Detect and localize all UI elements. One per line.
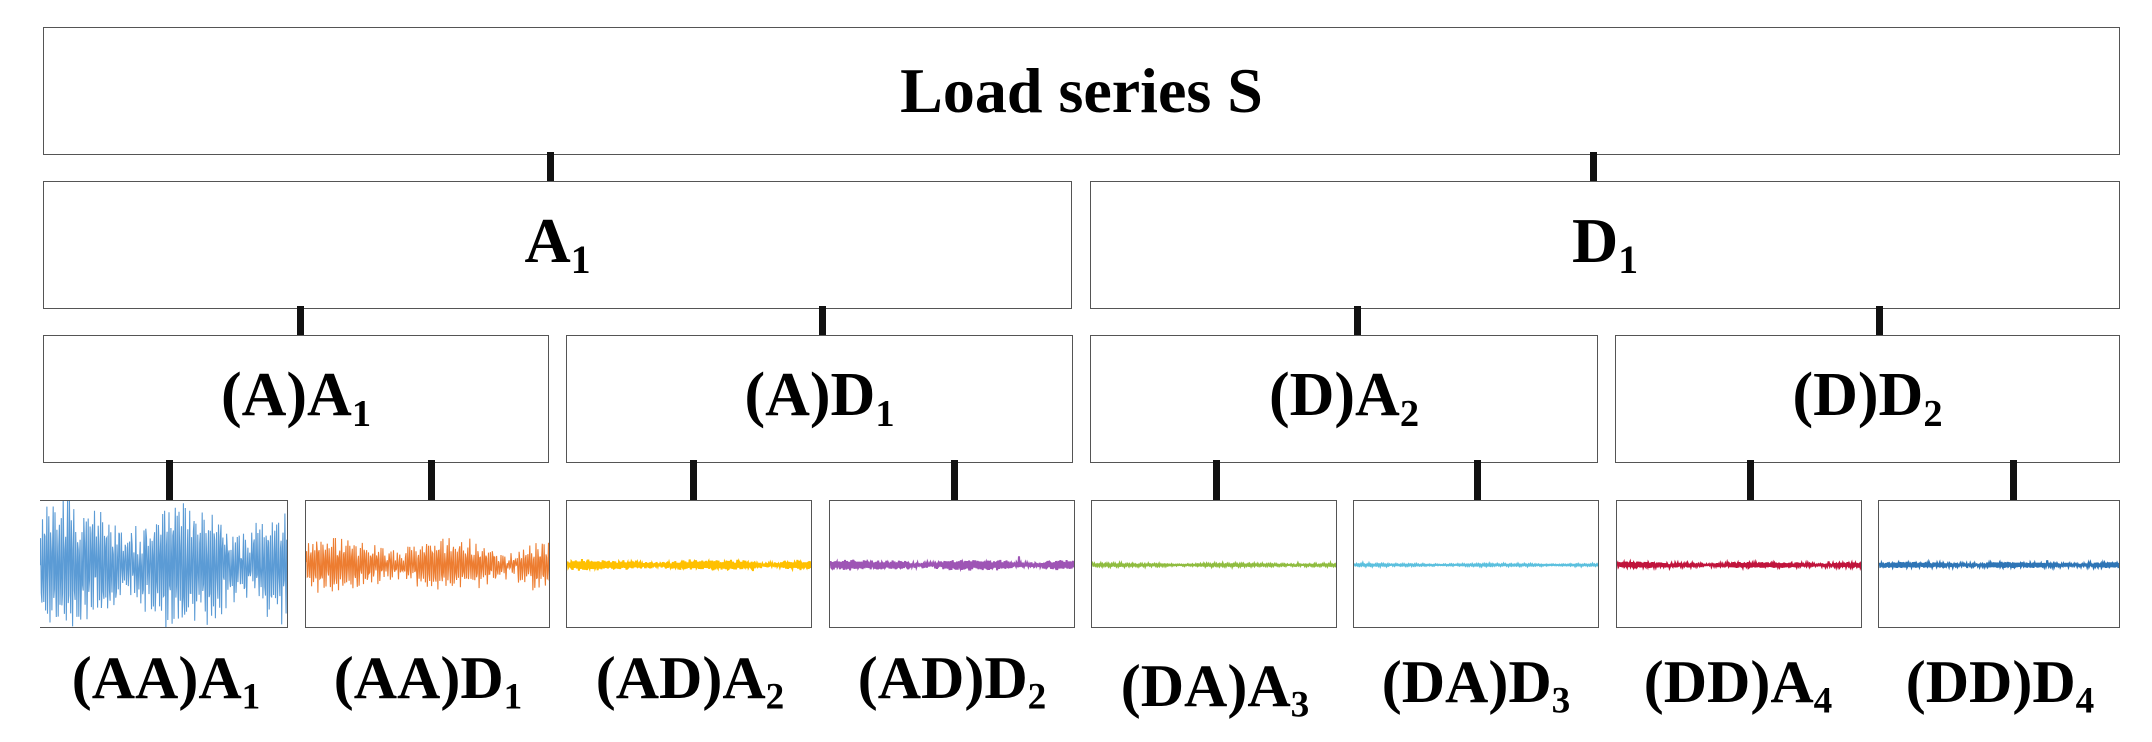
connector-leaf-2	[428, 460, 435, 502]
leaf-label-5: (DA)A3	[1120, 653, 1310, 726]
leaf-signal-plot	[1354, 560, 1598, 569]
leaf-signal-line	[567, 558, 811, 573]
connector-d1-da2	[1354, 306, 1361, 338]
leaf-panel-3	[566, 500, 812, 628]
leaf-signal-plot	[1092, 559, 1336, 571]
leaf-signal-plot	[1617, 558, 1861, 572]
connector-a1-ad1	[819, 306, 826, 338]
node-d-d2-box: (D)D2	[1615, 335, 2120, 463]
connector-leaf-7	[1747, 460, 1754, 502]
leaf-signal-line	[1617, 558, 1861, 572]
leaf-label-4: (AD)D2	[857, 645, 1047, 718]
node-a-d1-box: (A)D1	[566, 335, 1073, 463]
leaf-signal-line	[1879, 558, 2119, 572]
connector-root-d1	[1590, 152, 1597, 184]
leaf-signal-line	[1354, 560, 1598, 569]
leaf-label-6: (DA)D3	[1381, 649, 1571, 722]
node-d-d2-label: (D)D2	[1792, 361, 1943, 436]
leaf-label-1: (AA)A1	[71, 645, 261, 718]
node-a-a1-label: (A)A1	[220, 361, 372, 436]
leaf-signal-line	[306, 537, 549, 593]
leaf-signal-plot	[306, 537, 549, 593]
leaf-label-3: (AD)A2	[595, 645, 785, 718]
root-node-label: Load series S	[900, 55, 1263, 126]
connector-leaf-4	[951, 460, 958, 502]
node-d1-box: D1	[1090, 181, 2120, 309]
leaf-signal-line	[830, 556, 1074, 573]
connector-leaf-3	[690, 460, 697, 502]
node-a-a1-box: (A)A1	[43, 335, 549, 463]
leaf-panel-1	[40, 500, 288, 628]
connector-a1-aa1	[297, 306, 304, 338]
node-d-a2-label: (D)A2	[1268, 361, 1420, 436]
node-a1-label: A1	[524, 205, 591, 283]
leaf-panel-7	[1616, 500, 1862, 628]
leaf-signal-plot	[1879, 558, 2119, 572]
leaf-panel-5	[1091, 500, 1337, 628]
leaf-panel-4	[829, 500, 1075, 628]
leaf-panel-2	[305, 500, 550, 628]
connector-leaf-6	[1474, 460, 1481, 502]
connector-leaf-8	[2010, 460, 2017, 502]
leaf-signal-line	[40, 501, 287, 627]
leaf-label-7: (DD)A4	[1643, 649, 1833, 722]
leaf-label-8: (DD)D4	[1905, 649, 2095, 722]
connector-d1-dd2	[1876, 306, 1883, 338]
node-a-d1-label: (A)D1	[744, 361, 895, 436]
leaf-label-2: (AA)D1	[333, 645, 523, 718]
leaf-signal-plot	[40, 501, 287, 627]
connector-leaf-1	[166, 460, 173, 502]
leaf-signal-plot	[830, 556, 1074, 573]
root-node-box: Load series S	[43, 27, 2120, 155]
connector-leaf-5	[1213, 460, 1220, 502]
leaf-panel-8	[1878, 500, 2120, 628]
leaf-signal-line	[1092, 559, 1336, 571]
node-d-a2-box: (D)A2	[1090, 335, 1598, 463]
leaf-signal-plot	[567, 558, 811, 573]
node-d1-label: D1	[1571, 205, 1639, 283]
node-a1-box: A1	[43, 181, 1072, 309]
connector-root-a1	[547, 152, 554, 184]
leaf-panel-6	[1353, 500, 1599, 628]
